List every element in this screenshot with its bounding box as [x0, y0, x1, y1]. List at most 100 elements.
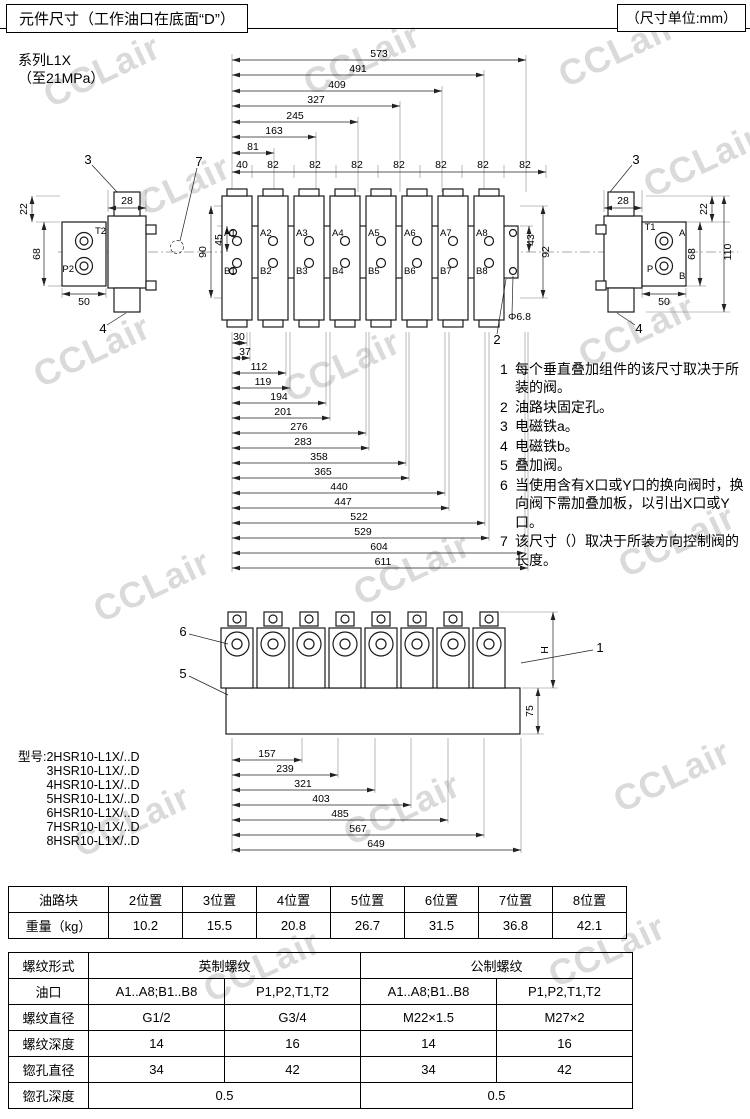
- table-cell: M27×2: [496, 1004, 633, 1031]
- thread-diameter-row: 螺纹直径 G1/2 G3/4 M22×1.5 M27×2: [8, 1004, 633, 1031]
- dim-label: 365: [314, 466, 332, 478]
- dim-label: 491: [349, 63, 367, 75]
- dim-label: 82: [477, 159, 489, 171]
- model-item: 3HSR10-L1X/..D: [46, 764, 140, 778]
- table-cell: 42: [496, 1056, 633, 1083]
- dim-label: 110: [722, 243, 734, 260]
- dim-label: 358: [310, 451, 328, 463]
- page-title: 元件尺寸（工作油口在底面“D”）: [6, 4, 248, 33]
- port-label: B3: [296, 266, 308, 277]
- note-text: 当使用含有X口或Y口的换向阀时，换向阀下需加叠加板，以引出X口或Y口。: [515, 476, 744, 530]
- dim-label: 239: [276, 763, 294, 775]
- port-label: B4: [332, 266, 344, 277]
- dim-label: 30: [233, 331, 245, 343]
- note-text: 叠加阀。: [515, 457, 571, 474]
- note-text: 油路块固定孔。: [515, 398, 613, 415]
- model-item: 5HSR10-L1X/..D: [46, 792, 140, 806]
- dim-label: 163: [265, 125, 283, 137]
- dim-label: 522: [350, 511, 368, 523]
- table-cell: 26.7: [330, 912, 405, 939]
- thread-table: 螺纹形式 英制螺纹 公制螺纹 油口 A1..A8;B1..B8 P1,P2,T1…: [8, 952, 633, 1109]
- table-cell: 螺纹直径: [8, 1004, 89, 1031]
- dim-label: 82: [267, 159, 279, 171]
- table-cell: P1,P2,T1,T2: [496, 978, 633, 1005]
- note-number: 5: [500, 457, 508, 474]
- dim-label: 22: [18, 203, 30, 215]
- note-text: 电磁铁a。: [515, 418, 579, 435]
- port-label: B6: [404, 266, 416, 277]
- dim-label: 440: [330, 481, 348, 493]
- table-cell: G1/2: [88, 1004, 225, 1031]
- dim-label: 82: [351, 159, 363, 171]
- dim-label: 40: [236, 159, 248, 171]
- port-row: 油口 A1..A8;B1..B8 P1,P2,T1,T2 A1..A8;B1..…: [8, 978, 633, 1005]
- port-label: A3: [296, 228, 308, 239]
- dim-label: 157: [258, 748, 276, 760]
- table-cell: 16: [496, 1030, 633, 1057]
- counterbore-depth-row: 锪孔深度 0.5 0.5: [8, 1082, 633, 1109]
- table-cell: 重量（kg）: [8, 912, 109, 939]
- dim-label: 119: [255, 376, 272, 388]
- dimension-unit-label: （尺寸单位:mm）: [616, 4, 746, 32]
- model-list: 型号: 2HSR10-L1X/..D 3HSR10-L1X/..D 4HSR10…: [18, 750, 140, 848]
- port-label: A8: [476, 228, 488, 239]
- table-cell: 锪孔直径: [8, 1056, 89, 1083]
- dim-label: 403: [312, 793, 330, 805]
- dim-label: 573: [370, 48, 388, 60]
- table-cell: 6位置: [404, 886, 479, 913]
- table-cell: 油口: [8, 978, 89, 1005]
- dim-label: 68: [31, 248, 43, 260]
- table-cell: G3/4: [224, 1004, 361, 1031]
- port-label: B7: [440, 266, 452, 277]
- callout-number: 4: [99, 321, 106, 336]
- dim-label: 37: [239, 346, 251, 358]
- callout-number: 5: [179, 666, 186, 681]
- port-label: A7: [440, 228, 452, 239]
- dim-label: 50: [658, 296, 670, 308]
- table-cell: 14: [360, 1030, 497, 1057]
- port-label: A4: [332, 228, 344, 239]
- dim-label: 201: [274, 406, 292, 418]
- table-cell: 10.2: [108, 912, 183, 939]
- model-item: 2HSR10-L1X/..D: [46, 750, 140, 764]
- dim-label: 81: [247, 141, 259, 153]
- table-cell: 螺纹深度: [8, 1030, 89, 1057]
- note-number: 7: [500, 533, 508, 550]
- dim-label: 68: [686, 248, 698, 260]
- table-cell: 31.5: [404, 912, 479, 939]
- dim-label: 245: [286, 110, 304, 122]
- callout-number: 7: [195, 154, 202, 169]
- table-cell: 14: [88, 1030, 225, 1057]
- dim-label: 90: [197, 246, 209, 258]
- port-label: A: [679, 228, 686, 239]
- series-pressure: （至21MPa）: [18, 69, 105, 86]
- dim-label: 112: [251, 361, 268, 373]
- model-item: 7HSR10-L1X/..D: [46, 820, 140, 834]
- port-label: T2: [95, 226, 106, 237]
- dim-label: 321: [294, 778, 312, 790]
- callout-number: 2: [493, 332, 500, 347]
- table-cell: P1,P2,T1,T2: [224, 978, 361, 1005]
- series-name: 系列L1X: [18, 52, 71, 68]
- counterbore-diameter-row: 锪孔直径 34 42 34 42: [8, 1056, 633, 1083]
- hole-diameter-label: Φ6.8: [508, 311, 531, 323]
- dim-label: 22: [698, 203, 710, 215]
- dim-label: 28: [121, 195, 133, 207]
- dim-label: 604: [370, 541, 388, 553]
- table-cell: 7位置: [478, 886, 553, 913]
- dim-label: 82: [519, 159, 531, 171]
- model-prefix: 型号:: [18, 750, 47, 764]
- port-label: B1: [224, 266, 236, 277]
- table-cell: 42.1: [552, 912, 627, 939]
- callout-leaders: [91, 164, 636, 696]
- table-cell: 36.8: [478, 912, 553, 939]
- weight-header-row: 油路块 2位置 3位置 4位置 5位置 6位置 7位置 8位置: [8, 886, 627, 913]
- dim-label: 75: [524, 705, 536, 717]
- dim-label: 82: [393, 159, 405, 171]
- note-number: 1: [500, 361, 508, 377]
